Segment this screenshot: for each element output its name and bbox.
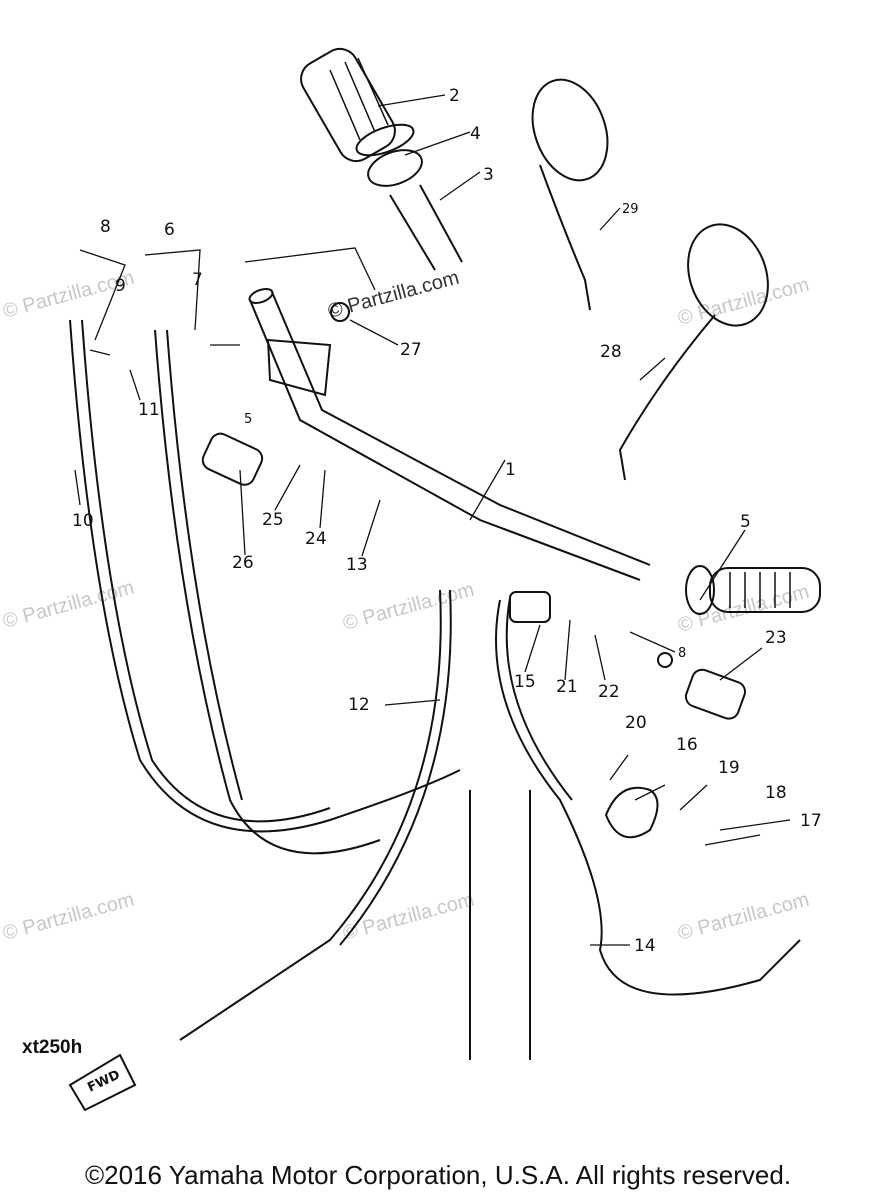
part-label-8-right: 8 <box>678 646 686 661</box>
part-label-5-grip: 5 <box>740 512 751 532</box>
part-label-10: 10 <box>72 511 94 531</box>
part-label-8-left: 8 <box>100 217 111 237</box>
watermark: © Partzilla.com <box>676 889 812 945</box>
part-label-20: 20 <box>625 713 647 733</box>
switch-housings <box>201 302 746 839</box>
part-label-3: 3 <box>483 165 494 185</box>
watermark: © Partzilla.com <box>326 267 462 323</box>
part-label-25: 25 <box>262 510 284 530</box>
part-label-23: 23 <box>765 628 787 648</box>
part-label-28: 28 <box>600 342 622 362</box>
watermark: © Partzilla.com <box>676 581 812 637</box>
watermark: © Partzilla.com <box>341 579 477 635</box>
part-label-7: 7 <box>192 270 203 290</box>
part-label-5-top: 5 <box>244 412 252 427</box>
part-label-27: 27 <box>400 340 422 360</box>
part-label-22: 22 <box>598 682 620 702</box>
part-label-19: 19 <box>718 758 740 778</box>
part-label-16: 16 <box>676 735 698 755</box>
part-label-9: 9 <box>115 276 126 296</box>
part-label-6: 6 <box>164 220 175 240</box>
cables <box>69 319 801 1060</box>
model-code: xt250h <box>22 1037 83 1058</box>
left-grip <box>685 565 821 615</box>
part-label-11: 11 <box>138 400 160 420</box>
part-label-13: 13 <box>346 555 368 575</box>
part-label-12: 12 <box>348 695 370 715</box>
part-label-24: 24 <box>305 529 327 549</box>
part-label-21: 21 <box>556 677 578 697</box>
throttle-grip <box>300 47 463 271</box>
part-label-29: 29 <box>622 202 639 217</box>
part-labels: 2 4 3 29 8 6 9 7 27 28 11 5 1 10 25 5 24… <box>72 86 822 956</box>
mirrors <box>531 78 769 481</box>
part-label-2: 2 <box>449 86 460 106</box>
part-label-1: 1 <box>505 460 516 480</box>
watermark: © Partzilla.com <box>1 889 137 945</box>
part-label-26: 26 <box>232 553 254 573</box>
watermark: © Partzilla.com <box>676 274 812 330</box>
leader-lines <box>74 94 791 946</box>
part-label-4: 4 <box>470 124 481 144</box>
copyright-notice: ©2016 Yamaha Motor Corporation, U.S.A. A… <box>84 1160 792 1190</box>
part-label-17: 17 <box>800 811 822 831</box>
part-label-15: 15 <box>514 672 536 692</box>
part-label-14: 14 <box>634 936 656 956</box>
handlebar <box>248 288 651 581</box>
fwd-marker: FWD <box>68 1053 137 1112</box>
part-label-18: 18 <box>765 783 787 803</box>
